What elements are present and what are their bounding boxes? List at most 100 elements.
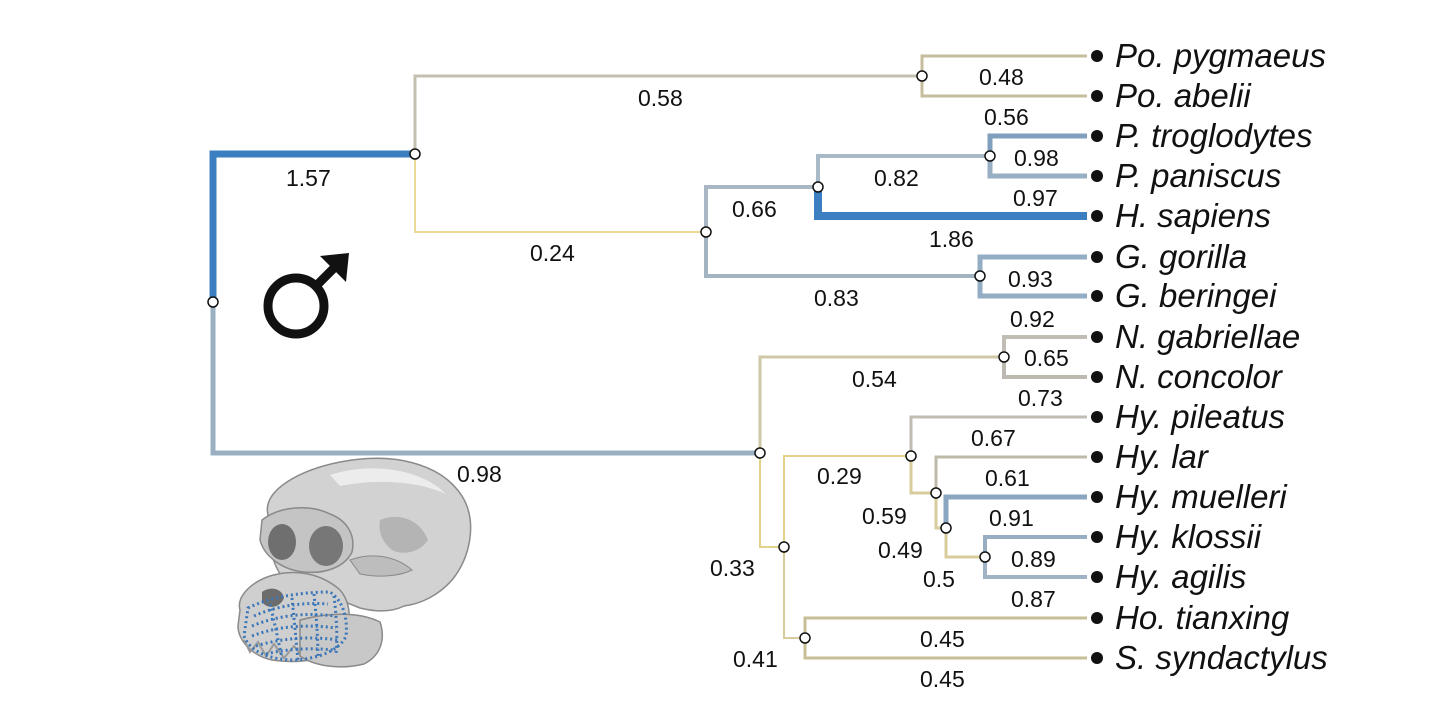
- branch-hylobates-to-lar-group: [909, 456, 936, 495]
- branch-value: 0.67: [971, 425, 1016, 451]
- tip-dot: [1091, 90, 1103, 102]
- tip-dot: [1091, 130, 1103, 142]
- node-hoolock-siamang: [799, 632, 811, 644]
- branch-root-to-great-apes: [209, 150, 415, 302]
- taxon-labels: Po. pygmaeus Po. abelii P. troglodytes P…: [1115, 37, 1328, 676]
- taxon-label: Po. abelii: [1115, 77, 1252, 114]
- branch-value: 0.29: [817, 463, 862, 489]
- branch-hy-muelleri: [943, 494, 1087, 528]
- taxon-label: P. troglodytes: [1115, 117, 1313, 154]
- tip-dot: [1091, 331, 1103, 343]
- branch-hominini-to-pan: [816, 154, 990, 187]
- branch-lower-to-hoolock-siamang: [783, 547, 805, 639]
- branch-value: 0.97: [1013, 185, 1058, 211]
- branch-values: 1.57 0.58 0.48 0.24 0.66 0.82 0.56 0.98 …: [286, 64, 1069, 692]
- male-symbol-icon: [263, 253, 349, 339]
- tip-dots: [1091, 50, 1103, 664]
- tip-dot: [1091, 571, 1103, 583]
- taxon-label: Ho. tianxing: [1115, 599, 1290, 636]
- branch-value: 0.45: [920, 626, 965, 652]
- tip-dot: [1091, 290, 1103, 302]
- node-great-apes: [409, 148, 421, 160]
- branch-p-paniscus: [987, 156, 1087, 179]
- taxon-label: Hy. pileatus: [1115, 398, 1285, 435]
- branch-value: 0.87: [1011, 586, 1056, 612]
- branch-g-beringei: [977, 276, 1087, 299]
- tip-dot: [1091, 371, 1103, 383]
- branch-value: 0.24: [530, 240, 575, 266]
- landmark-dots: [242, 590, 348, 662]
- branch-value: 0.83: [814, 285, 859, 311]
- branch-value: 1.86: [929, 226, 974, 252]
- taxon-label: S. syndactylus: [1115, 639, 1328, 676]
- internal-nodes: [207, 70, 1010, 644]
- branch-value: 0.58: [638, 85, 683, 111]
- taxon-label: N. gabriellae: [1115, 318, 1300, 355]
- branch-hy-klossii: [983, 535, 1087, 557]
- branch-value: 0.41: [733, 646, 778, 672]
- branch-value: 0.73: [1018, 385, 1063, 411]
- branch-p-troglodytes: [987, 133, 1087, 156]
- branch-po-pygmaeus: [920, 54, 1087, 76]
- tip-dot: [1091, 451, 1103, 463]
- branch-value: 0.65: [1024, 345, 1069, 371]
- branch-value: 0.93: [1008, 266, 1053, 292]
- taxon-label: H. sapiens: [1115, 197, 1271, 234]
- branch-value: 0.56: [984, 104, 1029, 130]
- branch-value: 0.89: [1011, 546, 1056, 572]
- taxon-label: P. paniscus: [1115, 157, 1281, 194]
- tip-dot: [1091, 652, 1103, 664]
- branch-ho-tianxing: [803, 616, 1087, 638]
- branch-n-concolor: [1002, 357, 1087, 379]
- branch-value: 0.61: [985, 465, 1030, 491]
- branch-value: 0.5: [923, 566, 955, 592]
- tip-dot: [1091, 491, 1103, 503]
- branch-african-to-hominini: [704, 185, 818, 232]
- node-african-apes: [700, 226, 712, 238]
- taxon-label: Hy. muelleri: [1115, 478, 1288, 515]
- branch-value: 0.59: [862, 503, 907, 529]
- node-root: [207, 296, 219, 308]
- branch-value: 0.82: [874, 165, 919, 191]
- branch-value: 0.33: [710, 555, 755, 581]
- tip-dot: [1091, 251, 1103, 263]
- skull-illustration: [237, 457, 472, 668]
- node-muelleri-group: [940, 522, 952, 534]
- taxon-label: Hy. agilis: [1115, 558, 1246, 595]
- branch-value: 0.45: [920, 666, 965, 692]
- taxon-label: Hy. klossii: [1115, 518, 1263, 555]
- node-gorilla: [974, 270, 986, 282]
- branch-value: 0.92: [1010, 306, 1055, 332]
- branch-hy-lar: [934, 455, 1087, 493]
- branch-great-apes-to-pongo: [413, 74, 922, 154]
- tip-dot: [1091, 210, 1103, 222]
- branch-value: 0.54: [852, 366, 897, 392]
- branch-value: 0.98: [1014, 145, 1059, 171]
- taxon-label: Po. pygmaeus: [1115, 37, 1326, 74]
- tip-dot: [1091, 411, 1103, 423]
- branch-h-sapiens: [814, 187, 1087, 220]
- branch-gibbons-to-nomascus: [758, 355, 1004, 453]
- tip-dot: [1091, 50, 1103, 62]
- branch-n-gabriellae: [1002, 335, 1087, 357]
- tip-dot: [1091, 170, 1103, 182]
- branch-lower-to-hylobates: [783, 455, 911, 547]
- taxon-label: G. gorilla: [1115, 238, 1247, 275]
- branch-hy-pileatus: [909, 415, 1087, 456]
- node-gibbons: [754, 447, 766, 459]
- branch-g-gorilla: [977, 254, 1087, 276]
- taxon-label: G. beringei: [1115, 277, 1278, 314]
- taxon-label: N. concolor: [1115, 358, 1284, 395]
- tip-dot: [1091, 612, 1103, 624]
- branch-gibbons-to-lower: [759, 453, 784, 548]
- branch-value: 0.49: [878, 537, 923, 563]
- branch-great-apes-to-african: [414, 154, 706, 233]
- branch-value: 0.66: [732, 196, 777, 222]
- branch-value: 0.98: [457, 461, 502, 487]
- branch-root-to-gibbons: [210, 302, 760, 456]
- branch-value: 0.91: [989, 505, 1034, 531]
- node-pan: [984, 150, 996, 162]
- node-lower-gibbons: [778, 541, 790, 553]
